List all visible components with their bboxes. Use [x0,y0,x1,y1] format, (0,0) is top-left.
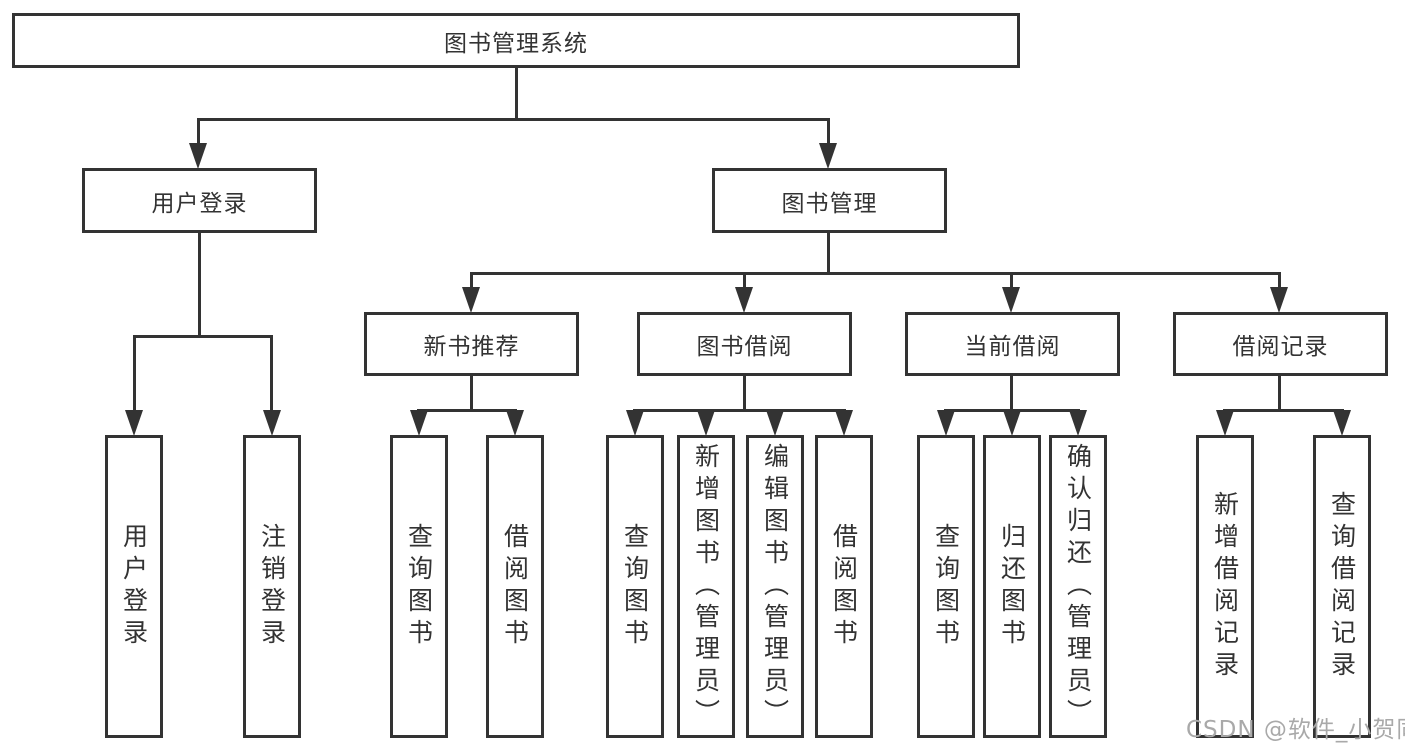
leaf-borrow-book-label: 借阅图书 [829,522,859,651]
leaf-add-book-admin: 新增图书（管理员） [677,435,735,738]
connector-line [133,335,136,411]
leaf-borrow-book: 借阅图书 [815,435,873,738]
connector-line [1223,409,1344,412]
connector-line [270,335,273,411]
node-current-borrow: 当前借阅 [905,312,1120,376]
connector-line [470,272,473,288]
node-borrow-record: 借阅记录 [1173,312,1388,376]
csdn-watermark: CSDN @软件_小贺同学 [1186,717,1405,743]
leaf-user-login: 用户登录 [105,435,163,738]
connector-line [633,409,846,412]
leaf-recommend-borrow-book: 借阅图书 [486,435,544,738]
node-current-borrow-label: 当前借阅 [964,334,1061,360]
leaf-recommend-borrow-book-label: 借阅图书 [500,522,530,651]
connector-line [133,335,273,338]
leaf-edit-book-admin: 编辑图书（管理员） [746,435,804,738]
arrow-down-icon [1069,410,1087,436]
leaf-logout-label: 注销登录 [257,522,287,651]
arrow-down-icon [1003,410,1021,436]
arrow-down-icon [189,143,207,169]
connector-line [827,118,830,144]
leaf-return-book-label: 归还图书 [997,522,1027,651]
leaf-add-borrow-record: 新增借阅记录 [1196,435,1254,738]
node-new-book-recommend-label: 新书推荐 [423,334,520,360]
leaf-edit-book-admin-label: 编辑图书（管理员） [760,442,790,731]
node-root: 图书管理系统 [12,13,1020,68]
arrow-down-icon [735,287,753,313]
arrow-down-icon [263,410,281,436]
leaf-query-borrow-record: 查询借阅记录 [1313,435,1371,738]
leaf-current-query-book-label: 查询图书 [931,522,961,651]
leaf-confirm-return-admin: 确认归还（管理员） [1049,435,1107,738]
arrow-down-icon [766,410,784,436]
connector-line [198,231,201,337]
arrow-down-icon [1002,287,1020,313]
arrow-down-icon [937,410,955,436]
leaf-borrow-query-book: 查询图书 [606,435,664,738]
arrow-down-icon [1270,287,1288,313]
node-root-label: 图书管理系统 [444,30,588,57]
leaf-return-book: 归还图书 [983,435,1041,738]
connector-line [417,409,517,412]
node-user-login: 用户登录 [82,168,317,233]
connector-line [827,231,830,275]
connector-line [515,66,518,120]
node-borrow-record-label: 借阅记录 [1232,334,1329,360]
arrow-down-icon [1216,410,1234,436]
node-user-login-label: 用户登录 [151,190,248,217]
node-book-borrow-label: 图书借阅 [696,334,793,360]
leaf-current-query-book: 查询图书 [917,435,975,738]
arrow-down-icon [835,410,853,436]
arrow-down-icon [410,410,428,436]
arrow-down-icon [506,410,524,436]
leaf-recommend-query-book: 查询图书 [390,435,448,738]
node-book-management: 图书管理 [712,168,947,233]
arrow-down-icon [626,410,644,436]
arrow-down-icon [1333,410,1351,436]
connector-line [1010,374,1013,412]
node-book-management-label: 图书管理 [781,190,878,217]
connector-line [1278,272,1281,288]
node-book-borrow: 图书借阅 [637,312,852,376]
leaf-borrow-query-book-label: 查询图书 [620,522,650,651]
arrow-down-icon [819,143,837,169]
arrow-down-icon [125,410,143,436]
connector-line [197,118,200,144]
leaf-confirm-return-admin-label: 确认归还（管理员） [1063,442,1093,731]
leaf-user-login-label: 用户登录 [119,522,149,651]
arrow-down-icon [462,287,480,313]
leaf-query-borrow-record-label: 查询借阅记录 [1327,490,1357,683]
leaf-add-borrow-record-label: 新增借阅记录 [1210,490,1240,683]
connector-line [743,374,746,412]
connector-line [197,118,830,121]
leaf-add-book-admin-label: 新增图书（管理员） [691,442,721,731]
connector-line [1010,272,1013,288]
leaf-recommend-query-book-label: 查询图书 [404,522,434,651]
connector-line [470,374,473,412]
arrow-down-icon [697,410,715,436]
connector-line [743,272,746,288]
connector-line [1278,374,1281,412]
leaf-logout: 注销登录 [243,435,301,738]
connector-line [470,272,1281,275]
node-new-book-recommend: 新书推荐 [364,312,579,376]
